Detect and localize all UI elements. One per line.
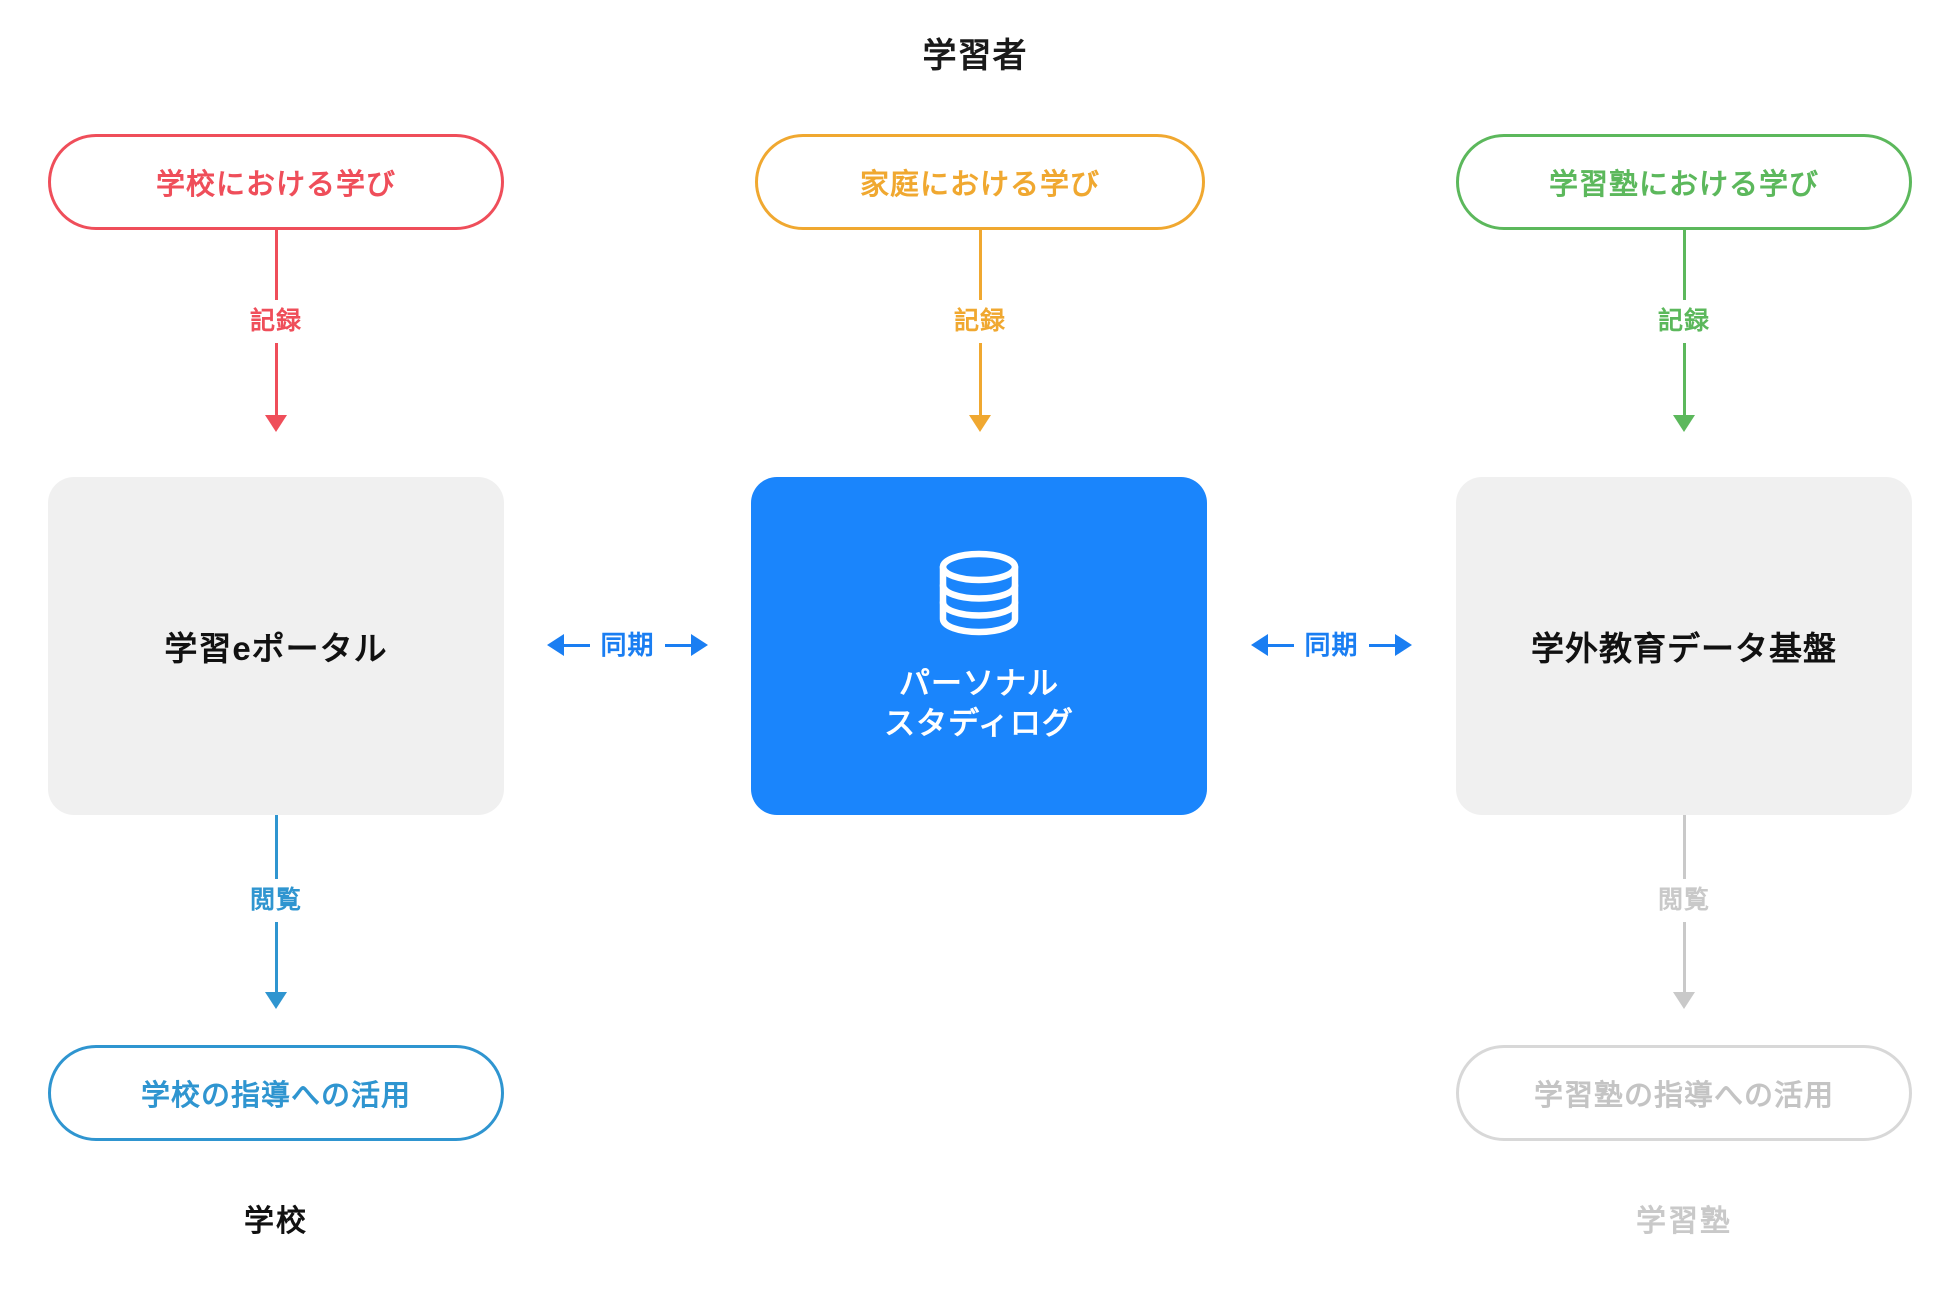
- source-pill-school[interactable]: 学校における学び: [48, 134, 504, 230]
- arrow-head-left-icon: [547, 634, 565, 656]
- connector-line: [564, 643, 591, 647]
- connector-line: [1682, 815, 1686, 879]
- connector-line: [274, 922, 278, 992]
- arrow-head-down-icon: [1673, 992, 1695, 1009]
- source-pill-cram-school[interactable]: 学習塾における学び: [1456, 134, 1912, 230]
- record-connector-cram-school: 記録: [1604, 230, 1764, 474]
- connector-line: [274, 815, 278, 879]
- view-connector-cram-school: 閲覧: [1604, 815, 1764, 1047]
- platform-box-cram-school[interactable]: 学外教育データ基盤: [1456, 477, 1912, 815]
- platform-box-school[interactable]: 学習eポータル: [48, 477, 504, 815]
- connector-line: [1682, 922, 1686, 992]
- arrow-head-down-icon: [265, 415, 287, 432]
- record-label-home: 記録: [953, 307, 1006, 335]
- platform-box-personal-study-log[interactable]: パーソナル スタディログ: [751, 477, 1207, 815]
- view-label-cram-school: 閲覧: [1657, 886, 1710, 914]
- connector-line: [1368, 643, 1395, 647]
- arrow-head-left-icon: [1251, 634, 1269, 656]
- view-label-school: 閲覧: [249, 886, 302, 914]
- usage-pill-school[interactable]: 学校の指導への活用: [48, 1045, 504, 1141]
- database-icon: [936, 549, 1022, 646]
- arrow-head-right-icon: [690, 634, 708, 656]
- sync-label-left: 同期: [600, 630, 655, 660]
- connector-line: [274, 230, 278, 300]
- arrow-head-down-icon: [969, 415, 991, 432]
- connector-line: [978, 230, 982, 300]
- arrow-head-down-icon: [265, 992, 287, 1009]
- view-connector-school: 閲覧: [196, 815, 356, 1047]
- record-label-cram-school: 記録: [1657, 307, 1710, 335]
- platform-box-home-label: パーソナル スタディログ: [884, 664, 1074, 743]
- connector-line: [978, 343, 982, 415]
- sync-connector-right: 同期: [1207, 624, 1456, 666]
- sync-connector-left: 同期: [504, 624, 751, 666]
- column-footer-school: 学校: [244, 1205, 308, 1238]
- source-pill-home[interactable]: 家庭における学び: [755, 134, 1205, 230]
- arrow-head-down-icon: [1673, 415, 1695, 432]
- record-label-school: 記録: [249, 307, 302, 335]
- record-connector-home: 記録: [900, 230, 1060, 474]
- connector-line: [1682, 230, 1686, 300]
- connector-line: [1268, 643, 1295, 647]
- page-title: 学習者: [922, 37, 1028, 75]
- column-footer-cram-school: 学習塾: [1636, 1205, 1732, 1238]
- usage-pill-cram-school[interactable]: 学習塾の指導への活用: [1456, 1045, 1912, 1141]
- record-connector-school: 記録: [196, 230, 356, 474]
- connector-line: [274, 343, 278, 415]
- connector-line: [664, 643, 691, 647]
- sync-label-right: 同期: [1304, 630, 1359, 660]
- platform-box-home-line1: パーソナル: [899, 665, 1059, 701]
- connector-line: [1682, 343, 1686, 415]
- arrow-head-right-icon: [1394, 634, 1412, 656]
- platform-box-home-line2: スタディログ: [884, 705, 1074, 741]
